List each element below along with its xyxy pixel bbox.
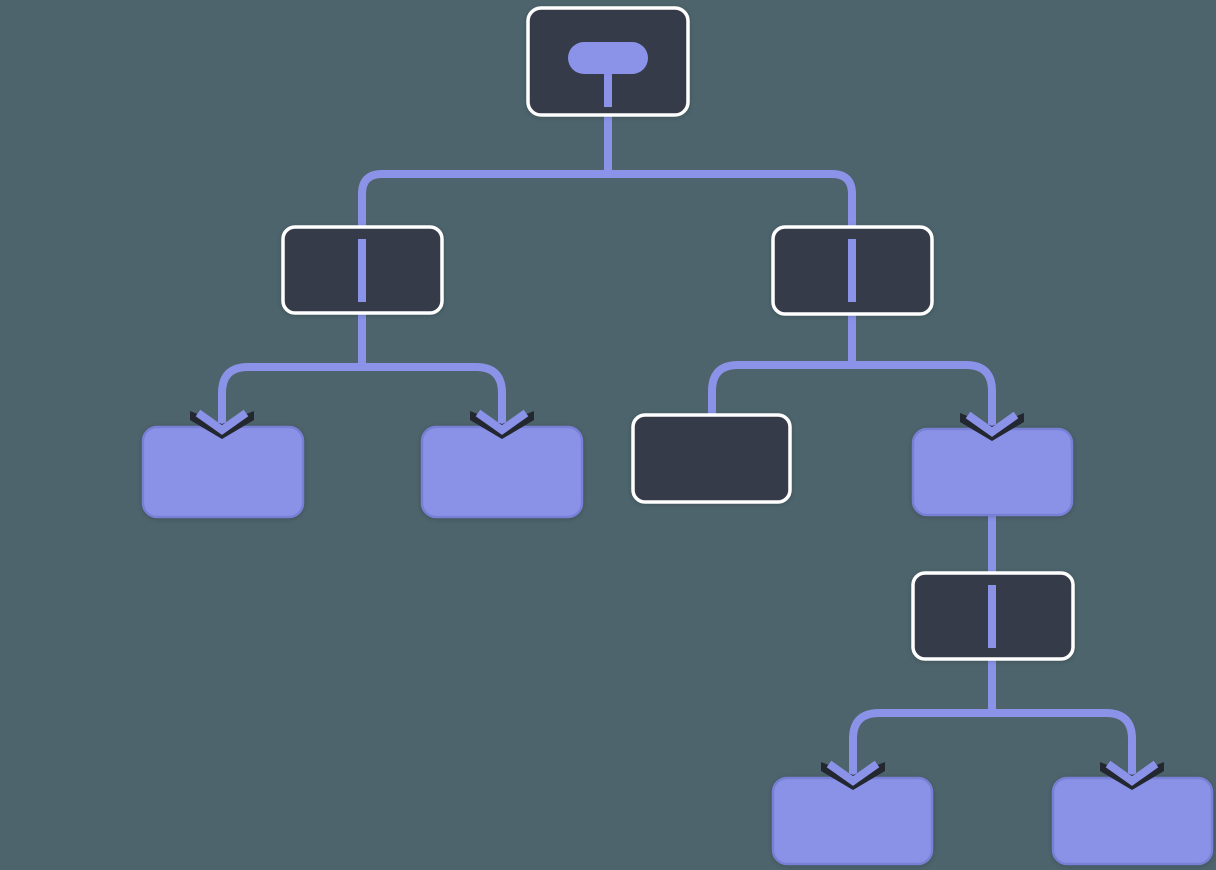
node-decorations [190, 42, 1164, 790]
pill-icon [568, 42, 648, 107]
chevron-purple-shape [195, 409, 249, 435]
double-chevron-down-icon [190, 409, 254, 439]
double-chevron-down-icon [470, 409, 534, 439]
double-chevron-down-icon [821, 760, 885, 790]
double-chevron-down-icon [960, 411, 1024, 441]
node-child-dark[interactable] [631, 413, 792, 504]
node-leaf-2[interactable] [420, 425, 584, 519]
connectors [218, 110, 1136, 779]
chevron-purple-shape [826, 760, 880, 786]
node-leaf-1[interactable] [141, 425, 305, 519]
connector-root-branch [358, 170, 856, 233]
node-child-purple[interactable] [911, 427, 1074, 517]
pill-icon-shape [568, 42, 648, 74]
connector-bottom-branch [849, 709, 1136, 779]
double-chevron-down-icon [1100, 760, 1164, 790]
chevron-purple-shape [965, 411, 1019, 437]
connector-left-branch [218, 363, 506, 428]
chevron-purple-shape [1105, 760, 1159, 786]
nodes [141, 6, 1214, 866]
connector-right-branch [708, 361, 996, 430]
chevron-purple-shape [475, 409, 529, 435]
node-leaf-4[interactable] [1051, 776, 1214, 866]
node-leaf-3[interactable] [771, 776, 934, 866]
